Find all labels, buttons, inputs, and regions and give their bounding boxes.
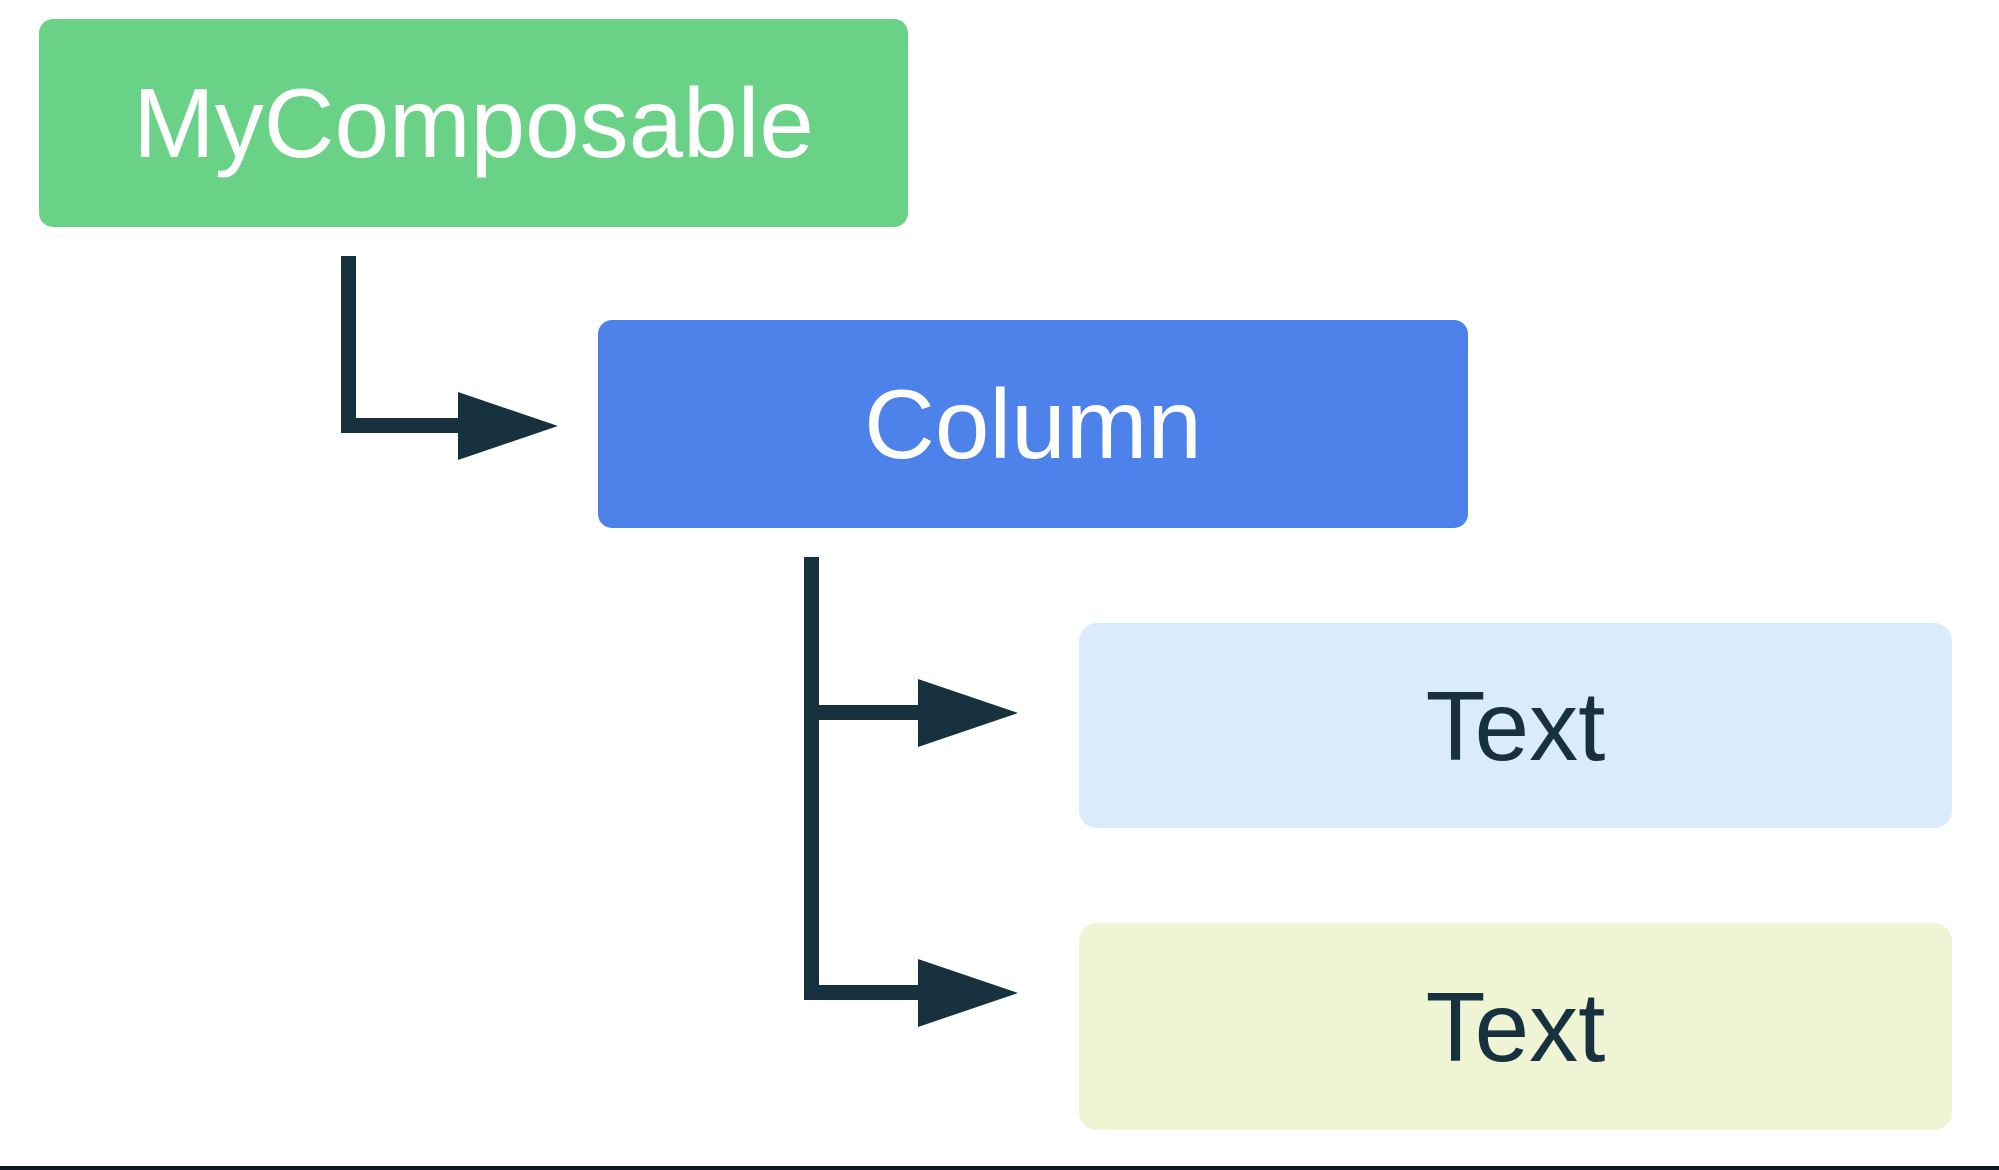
connector-column-to-text-lower-arrowhead-icon: [918, 959, 1018, 1027]
connector-column-to-text-upper-arrowhead-icon: [918, 679, 1018, 747]
node-text-upper: Text: [1079, 623, 1952, 828]
node-text-upper-label: Text: [1425, 670, 1606, 781]
node-text-lower-label: Text: [1425, 971, 1606, 1082]
connector-root-to-column-arrowhead-icon: [458, 392, 558, 460]
node-text-lower: Text: [1079, 923, 1952, 1130]
node-mycomposable: MyComposable: [39, 19, 908, 227]
node-column: Column: [598, 320, 1468, 528]
bottom-border-rule: [0, 1166, 1999, 1170]
connector-column-trunk-vertical-line: [804, 557, 819, 1000]
connector-column-to-text-upper-horizontal-line: [804, 705, 920, 720]
node-column-label: Column: [864, 369, 1202, 479]
connector-column-to-text-lower-horizontal-line: [804, 985, 920, 1000]
connector-root-to-column-horizontal-line: [341, 418, 461, 433]
node-mycomposable-label: MyComposable: [133, 68, 814, 178]
connector-root-to-column-vertical-line: [341, 256, 356, 433]
